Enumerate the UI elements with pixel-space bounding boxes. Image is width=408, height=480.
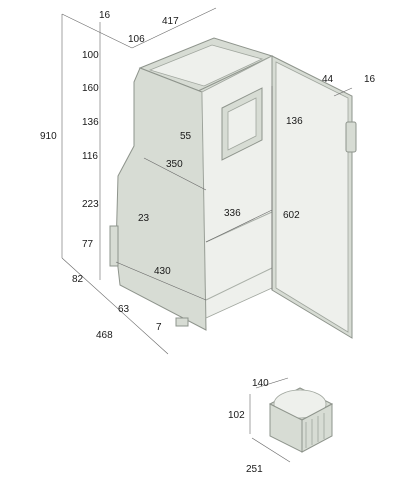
dim-overall-width: 417 (162, 16, 179, 27)
dim-left-height-5: 223 (82, 199, 99, 210)
dim-top-gap: 16 (99, 10, 111, 21)
dim-handle-gap: 55 (180, 131, 192, 142)
door-handle[interactable] (345, 121, 357, 153)
dim-step-depth: 23 (138, 213, 150, 224)
dim-hinge-gap: 16 (364, 74, 376, 85)
dim-left-height-3: 136 (82, 117, 99, 128)
dim-compressor-depth: 251 (246, 464, 263, 475)
cabinet-left-side (115, 67, 207, 331)
dimension-lines (61, 7, 353, 463)
dim-bottom-offset: 63 (118, 304, 130, 315)
dim-left-height-7: 82 (72, 274, 84, 285)
cabinet-foot (175, 317, 189, 327)
side-bracket (109, 225, 119, 267)
dim-door-thickness: 44 (322, 74, 334, 85)
interior-bottom-line (205, 267, 273, 301)
dim-left-height-6: 77 (82, 239, 94, 250)
dim-compressor-height: 102 (228, 410, 245, 421)
dim-interior-height: 602 (283, 210, 300, 221)
dim-lower-depth: 430 (154, 266, 171, 277)
cabinet-top-recess (148, 44, 264, 87)
fridge-door (271, 55, 357, 339)
dimension-labels: 16 417 106 910 100 160 136 116 223 77 82… (40, 10, 376, 475)
compressor-unit (268, 387, 334, 453)
fridge-cabinet (109, 37, 274, 331)
freezer-door (227, 97, 257, 151)
dim-compressor-width: 140 (252, 378, 269, 389)
dim-left-height-2: 160 (82, 83, 99, 94)
dim-overall-depth: 468 (96, 330, 113, 341)
dim-left-height-1: 100 (82, 50, 99, 61)
dim-foot: 7 (156, 322, 162, 333)
dim-interior-width: 336 (224, 208, 241, 219)
dim-upper-depth: 350 (166, 159, 183, 170)
compressor-fan-top (273, 389, 327, 419)
door-inner-panel (275, 61, 349, 333)
dim-left-height-4: 116 (82, 151, 98, 162)
dim-top-offset: 106 (128, 34, 145, 45)
dim-overall-height: 910 (40, 131, 57, 142)
dim-door-offset: 136 (286, 116, 303, 127)
